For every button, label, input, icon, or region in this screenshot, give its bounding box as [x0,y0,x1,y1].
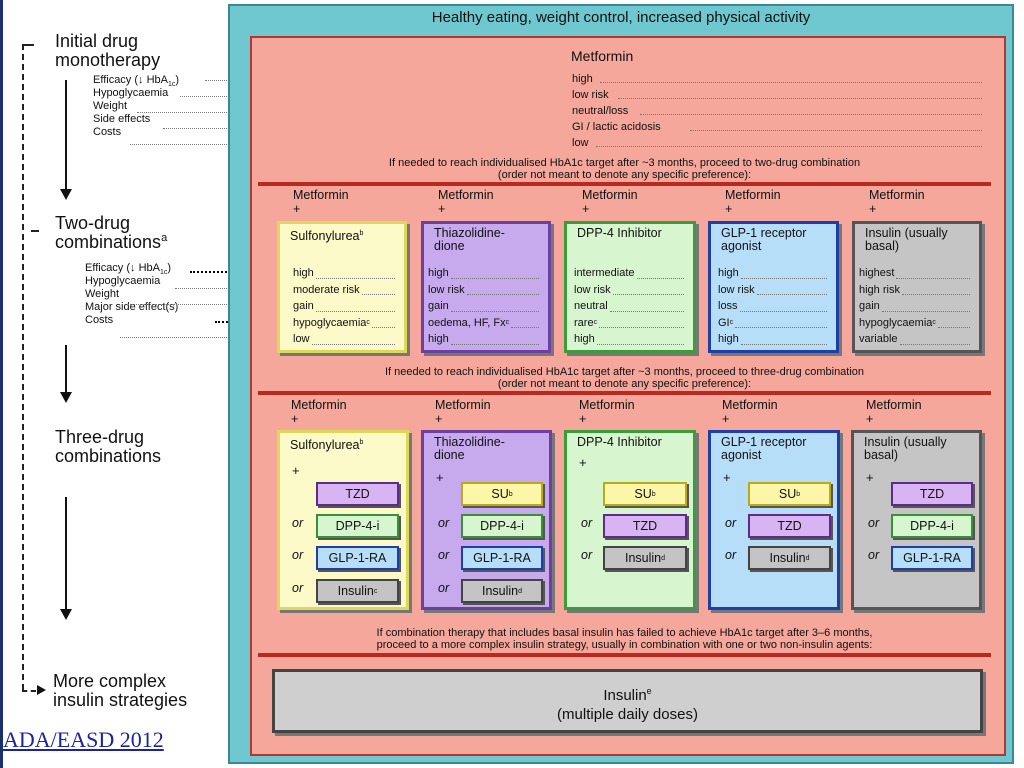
divider-two [258,182,991,186]
two-criteria-labels: Efficacy (↓ HbA1c) Hypoglycaemia Weight … [85,262,178,327]
mono-right-leader-1 [600,82,982,83]
three-metformin-1: Metformin+ [291,398,347,426]
two-metformin-2: Metformin+ [438,188,494,216]
option-glp1ra: GLP-1-RA [891,546,973,570]
three-metformin-5: Metformin+ [866,398,922,426]
two-metformin-3: Metformin+ [582,188,638,216]
two-label-side-effect: Major side effect(s) [85,301,179,313]
two-label-efficacy: Efficacy (↓ HbA1c) [85,262,172,277]
lifestyle-title: Healthy eating, weight control, increase… [431,9,811,26]
metformin-mono-values: high low risk neutral/loss GI / lactic a… [572,73,661,149]
therapy-panel [250,36,1006,756]
mono-right-leader-4 [690,130,982,131]
divider-three [258,391,991,395]
three-metformin-2: Metformin+ [435,398,491,426]
option-glp1ra: GLP-1-RA [316,546,399,570]
dash-two [31,230,39,232]
multiple-daily-insulin-box: Insuline (multiple daily doses) [272,669,983,733]
arrow-right-icon [37,685,46,695]
note-two-drug: If needed to reach individualised HbA1c … [388,157,861,181]
option-glp1ra: GLP-1-RA [461,546,543,570]
two-drug-sulfonylurea: Sulfonylureab high moderate risk gain hy… [277,221,407,353]
note-complex-insulin: If combination therapy that includes bas… [376,627,873,651]
leader-two-3 [128,304,275,305]
two-label-hypo: Hypoglycaemia [85,275,161,287]
divider-complex [258,653,991,657]
mono-label-side-effects: Side effects [93,113,151,125]
arrow-shaft-3 [65,497,67,611]
arrow-down-icon [60,392,72,403]
leader-two-5 [120,337,275,338]
option-tzd: TZD [603,514,687,538]
two-drug-dpp4: DPP-4 Inhibitor intermediate low risk ne… [564,221,696,353]
mono-label-weight: Weight [93,100,128,112]
two-metformin-5: Metformin+ [869,188,925,216]
two-metformin-4: Metformin+ [725,188,781,216]
option-dpp4i: DPP-4-i [891,514,973,538]
arrow-shaft-1 [65,80,67,190]
left-dashed-connector [22,44,24,690]
step-complex-insulin: More complex insulin strategies [53,671,188,710]
option-dpp4i: DPP-4-i [461,514,543,538]
arrow-shaft-2 [65,345,67,395]
mono-right-leader-5 [596,146,982,147]
dash-complex [22,690,36,692]
three-metformin-3: Metformin+ [579,398,635,426]
source-credit: ADA/EASD 2012 [3,727,164,752]
option-tzd: TZD [891,482,973,506]
two-drug-thiazolidinedione: Thiazolidine-dione high low risk gain oe… [421,221,551,353]
slide-edge [0,0,3,768]
arrow-down-icon [60,609,72,620]
note-three-drug: If needed to reach individualised HbA1c … [384,366,865,390]
option-tzd: TZD [748,514,831,538]
three-drug-sulfonylurea: Sulfonylureab + TZD or DPP-4-i or GLP-1-… [277,430,409,610]
option-dpp4i: DPP-4-i [316,514,399,538]
mono-label-efficacy: Efficacy (↓ HbA1c) [93,74,180,89]
mono-label-hypo: Hypoglycaemia [93,87,169,99]
metformin-mono-title: Metformin [571,48,634,64]
mono-right-leader-3 [640,114,982,115]
three-metformin-4: Metformin+ [722,398,778,426]
mono-criteria-labels: Efficacy (↓ HbA1c) Hypoglycaemia Weight … [93,74,179,139]
two-label-weight: Weight [85,288,120,300]
two-label-costs: Costs [85,314,114,326]
mono-right-leader-2 [618,98,982,99]
step-two-drug: Two-drug combinationsa [55,213,168,252]
option-tzd: TZD [316,482,399,506]
dash-initial [22,44,34,46]
step-initial-monotherapy: Initial drug monotherapy [55,31,161,70]
mono-label-costs: Costs [93,126,122,138]
step-three-drug: Three-drug combinations [55,427,162,466]
two-metformin-1: Metformin+ [293,188,349,216]
leader-two-2 [175,288,275,289]
arrow-down-icon [60,189,72,200]
